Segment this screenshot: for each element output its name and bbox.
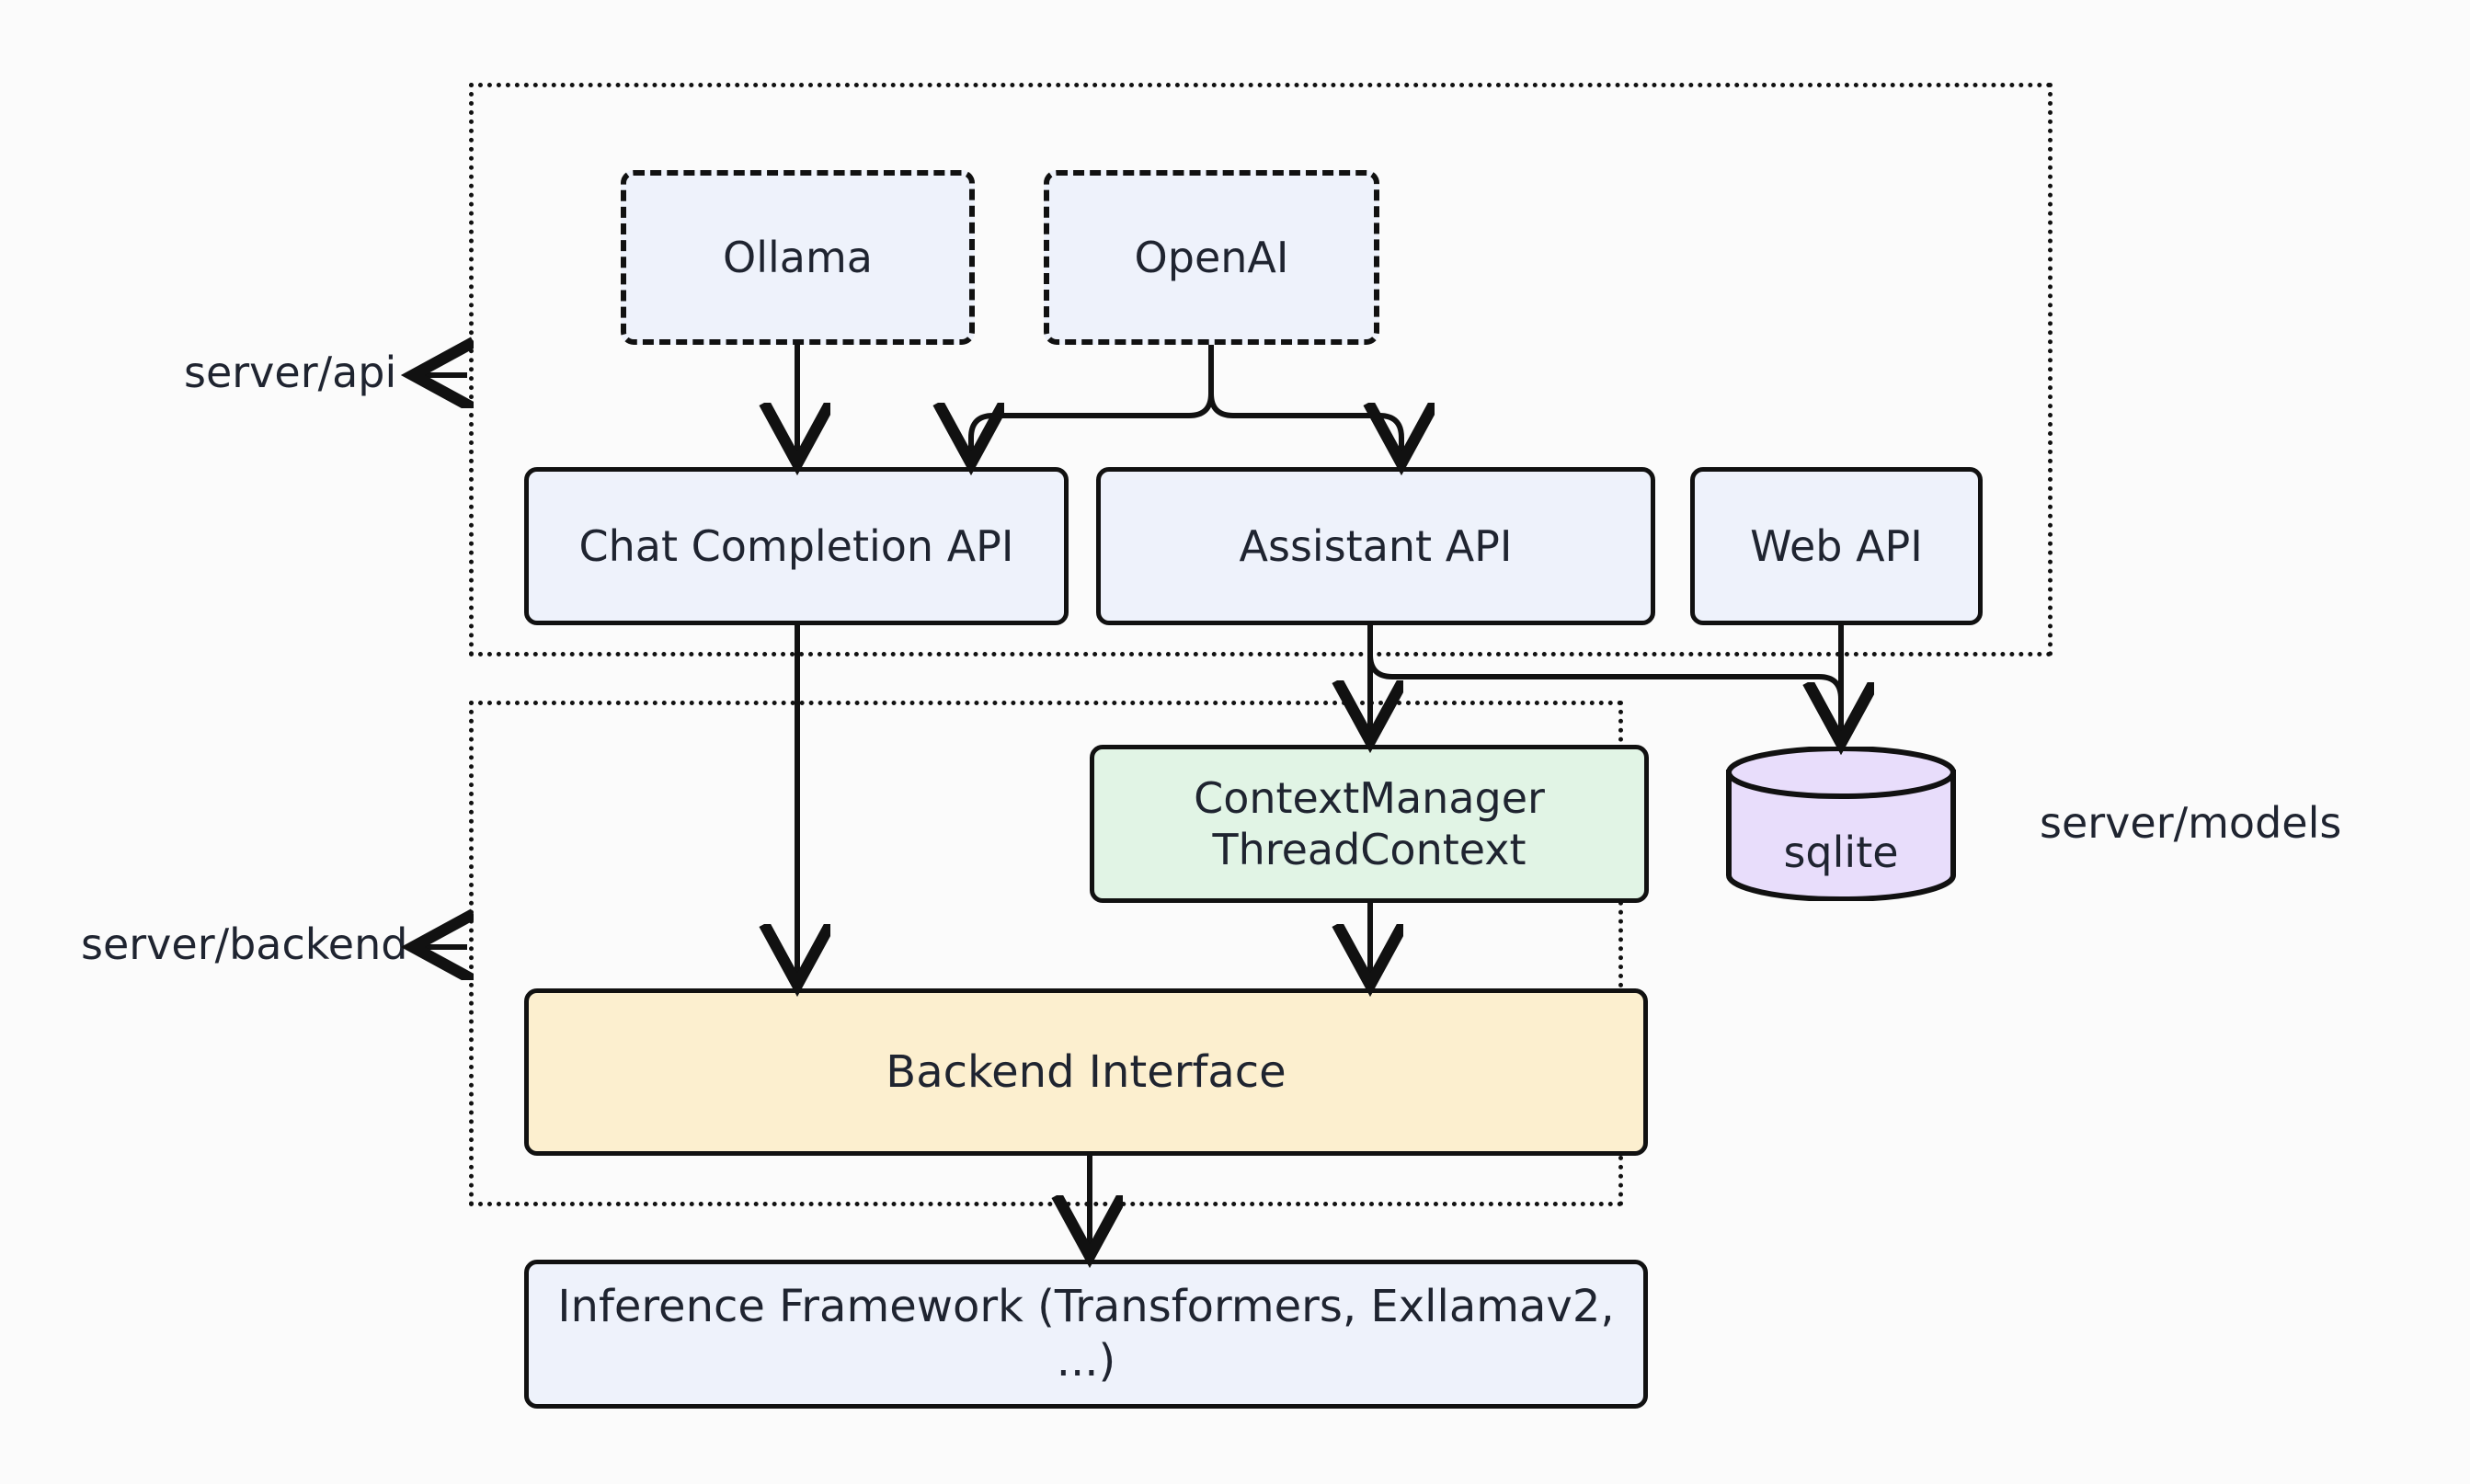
sqlite-cylinder-shape xyxy=(1726,746,1956,902)
label-server-backend: server/backend xyxy=(81,919,408,969)
node-ollama[interactable]: Ollama xyxy=(621,170,975,345)
node-inference-framework[interactable]: Inference Framework (Transformers, Exlla… xyxy=(524,1260,1648,1409)
node-backend-interface[interactable]: Backend Interface xyxy=(524,988,1648,1156)
context-manager-line-1: ContextManager xyxy=(1194,772,1545,823)
label-server-api: server/api xyxy=(184,348,397,397)
sqlite-label: sqlite xyxy=(1783,828,1899,877)
node-chat-completion-api[interactable]: Chat Completion API xyxy=(524,467,1069,625)
node-sqlite[interactable]: sqlite xyxy=(1725,746,1957,902)
node-web-api[interactable]: Web API xyxy=(1690,467,1983,625)
label-server-models: server/models xyxy=(2040,798,2342,848)
context-manager-line-2: ThreadContext xyxy=(1212,825,1527,874)
node-context-manager[interactable]: ContextManager ThreadContext xyxy=(1090,745,1649,903)
node-openai[interactable]: OpenAI xyxy=(1044,170,1379,345)
node-assistant-api[interactable]: Assistant API xyxy=(1096,467,1655,625)
